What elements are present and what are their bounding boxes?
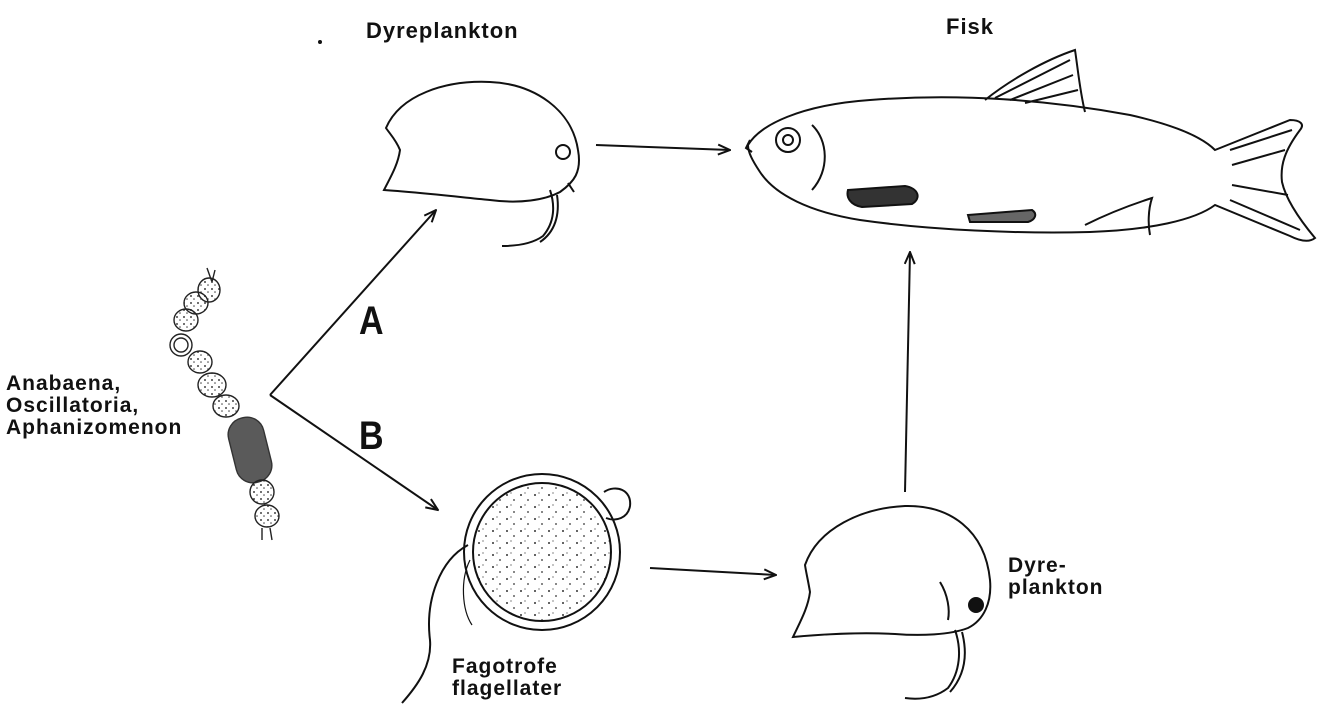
stray-dot: [318, 40, 322, 44]
arrow-path-b: [270, 395, 438, 510]
path-b-label: B: [359, 414, 384, 459]
daphnia-icon: [793, 506, 990, 699]
fish-icon: [746, 50, 1315, 241]
fish-label: Fisk: [946, 14, 994, 40]
arrow-path-a: [270, 210, 436, 395]
path-a-label: A: [359, 299, 384, 344]
flagellates-label: Fagotrofe flagellater: [452, 656, 562, 700]
arrow-flagellate-to-daphnia: [650, 568, 776, 575]
zooplankton-top-label: Dyreplankton: [366, 18, 519, 44]
daphnia-icon: [384, 82, 579, 246]
arrow-daphnia-to-fish-lower: [905, 252, 910, 492]
cyanobacteria-label: Anabaena, Oscillatoria, Aphanizomenon: [6, 373, 182, 439]
zooplankton-bottom-label: Dyre- plankton: [1008, 555, 1104, 599]
filament-icon: [170, 268, 279, 540]
arrow-daphnia-to-fish: [596, 145, 730, 150]
